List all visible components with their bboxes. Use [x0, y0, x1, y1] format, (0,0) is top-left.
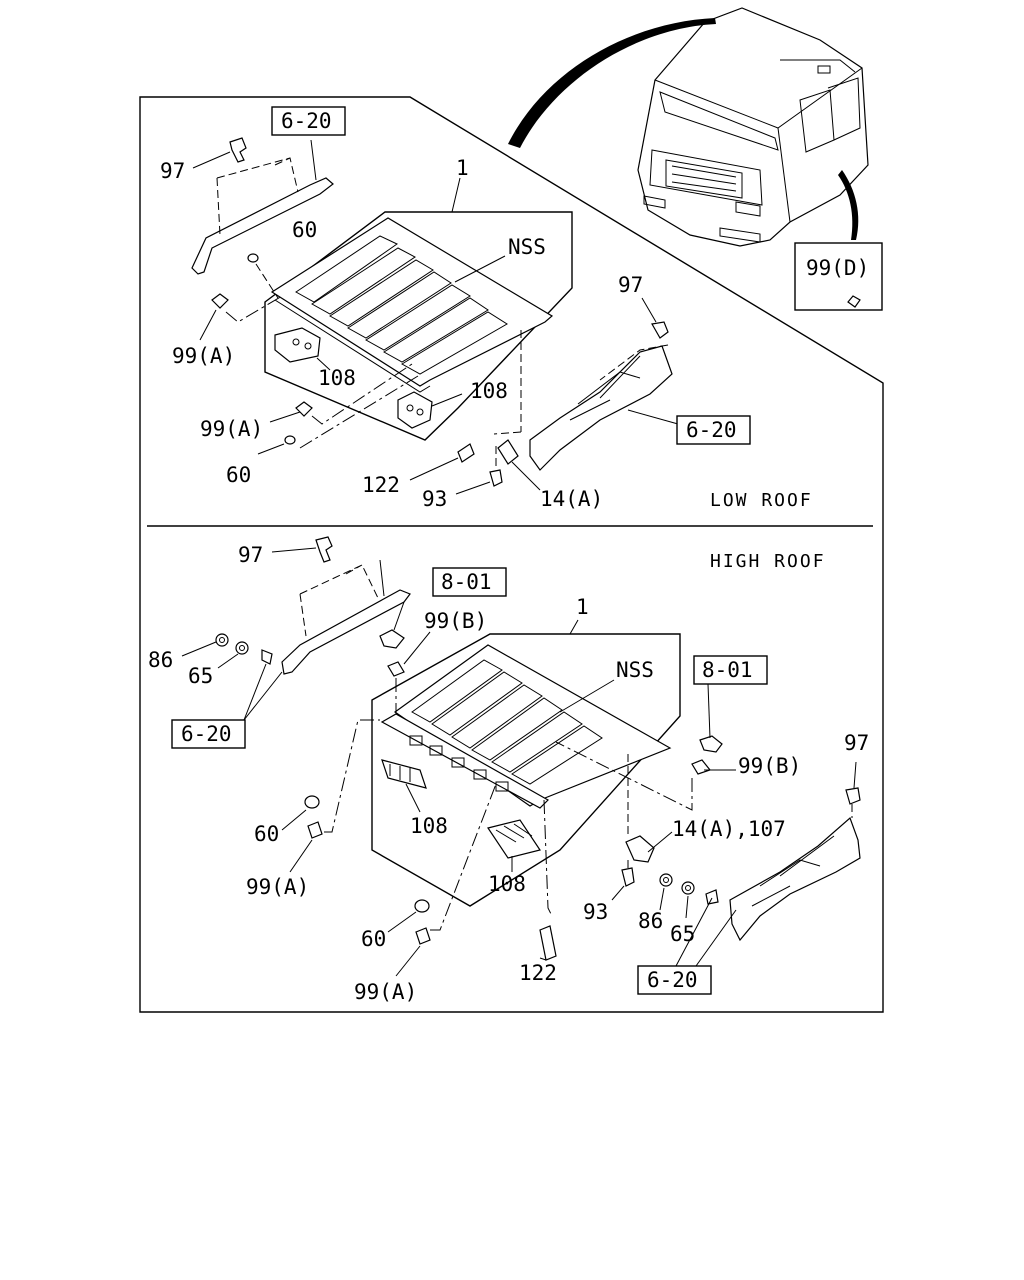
bolt-93 — [489, 469, 503, 487]
headliner-ribs-high — [411, 659, 603, 785]
bolt-93-high — [621, 867, 635, 887]
diagram-frame — [139, 96, 884, 1013]
clip-108-high-left — [381, 759, 427, 789]
label-99b-high-left: 99(B) — [424, 609, 487, 633]
clip-8-01-right — [699, 735, 723, 753]
panel-slots — [409, 735, 509, 792]
ref-8-01-right-text: 8-01 — [702, 658, 753, 682]
ref-6-20-high-left-text: 6-20 — [181, 722, 232, 746]
ref-box-8-01-right: 8-01 — [693, 655, 768, 685]
ref-6-20-top-text: 6-20 — [281, 109, 332, 133]
label-108-high-left: 108 — [410, 814, 448, 838]
washer-86-right — [659, 873, 673, 887]
bolt-97-right — [651, 321, 669, 339]
headliner-ribs-low — [295, 235, 508, 375]
grommet-60-high-upper — [304, 795, 320, 809]
label-65-high-left: 65 — [188, 664, 213, 688]
label-1-low: 1 — [456, 156, 469, 180]
label-93-high: 93 — [583, 900, 608, 924]
pillar-trim-right-high — [729, 816, 861, 942]
label-97-high-right: 97 — [844, 731, 869, 755]
clip-nut-99b-left — [387, 661, 405, 677]
detail-box-99d: 99(D) — [794, 242, 883, 311]
label-97-low-right: 97 — [618, 273, 643, 297]
label-93-low: 93 — [422, 487, 447, 511]
label-60-high-upper: 60 — [254, 822, 279, 846]
label-60-high-lower: 60 — [361, 927, 386, 951]
ref-box-8-01-left: 8-01 — [432, 567, 507, 597]
label-65-high-right: 65 — [670, 922, 695, 946]
label-60-low-lower: 60 — [226, 463, 251, 487]
pillar-trim-right-low — [529, 345, 673, 471]
label-99d: 99(D) — [806, 256, 869, 280]
bolt-97-high-right — [845, 787, 861, 805]
label-14a-low: 14(A) — [540, 487, 603, 511]
label-86-high-right: 86 — [638, 909, 663, 933]
grommet-60-upper — [247, 253, 259, 263]
section-title-low-roof: LOW ROOF — [710, 490, 813, 511]
label-99a-high-upper: 99(A) — [246, 875, 309, 899]
label-108-high-right: 108 — [488, 872, 526, 896]
ref-8-01-left-text: 8-01 — [441, 570, 492, 594]
clip-nut-99b-right — [691, 759, 712, 775]
label-1-high: 1 — [576, 595, 589, 619]
cap-122 — [457, 443, 475, 463]
high-roof-section — [181, 536, 861, 977]
ref-box-6-20-high-left: 6-20 — [171, 719, 246, 749]
label-122-high: 122 — [519, 961, 557, 985]
clip-nut-99a-upper — [211, 293, 229, 309]
clip-nut-99a-high-lower — [415, 927, 431, 945]
label-97-high-left: 97 — [238, 543, 263, 567]
label-nss-high: NSS — [616, 658, 654, 682]
label-108-low-right: 108 — [470, 379, 508, 403]
grommet-60-lower — [284, 435, 296, 445]
bracket-part-1-high — [371, 633, 681, 907]
washer-86-left — [215, 633, 229, 647]
clip-8-01-left — [379, 629, 405, 649]
clip-nut-99a-high-upper — [307, 821, 323, 839]
bolt-97 — [229, 137, 247, 163]
clip-108-lower — [397, 391, 433, 429]
cap-122-high — [539, 925, 557, 961]
ref-box-6-20-low-right: 6-20 — [676, 415, 751, 445]
label-nss-low: NSS — [508, 235, 546, 259]
section-title-high-roof: HIGH ROOF — [710, 551, 826, 572]
clip-nut-99a-lower — [295, 401, 313, 417]
grommet-60-high-lower — [414, 899, 430, 913]
clip-108-high-right — [487, 819, 541, 859]
low-roof-section — [191, 137, 679, 495]
label-99a-low-upper: 99(A) — [172, 344, 235, 368]
ref-6-20-low-right-text: 6-20 — [686, 418, 737, 442]
roof-headliner-panel-low — [270, 217, 554, 387]
label-97-low-left: 97 — [160, 159, 185, 183]
ref-box-6-20-high-right: 6-20 — [637, 965, 712, 995]
label-122-low: 122 — [362, 473, 400, 497]
label-99a-low-lower: 99(A) — [200, 417, 263, 441]
ref-6-20-high-right-text: 6-20 — [647, 968, 698, 992]
washer-65-right — [681, 881, 695, 895]
clip-14a-107 — [625, 835, 655, 863]
truck-cab-illustration — [508, 7, 869, 247]
label-99b-high-right: 99(B) — [738, 754, 801, 778]
label-14a-107-high: 14(A),107 — [672, 817, 786, 841]
bolt-97-high — [315, 536, 333, 563]
label-86-high-left: 86 — [148, 648, 173, 672]
ref-box-6-20-top: 6-20 — [271, 106, 346, 136]
label-60-low-upper: 60 — [292, 218, 317, 242]
washer-65-left — [235, 641, 249, 655]
clip-14a — [497, 439, 519, 465]
label-99a-high-lower: 99(A) — [354, 980, 417, 1004]
label-108-low-left: 108 — [318, 366, 356, 390]
bracket-part-1 — [264, 211, 573, 441]
roof-side-rail-left — [191, 177, 334, 275]
